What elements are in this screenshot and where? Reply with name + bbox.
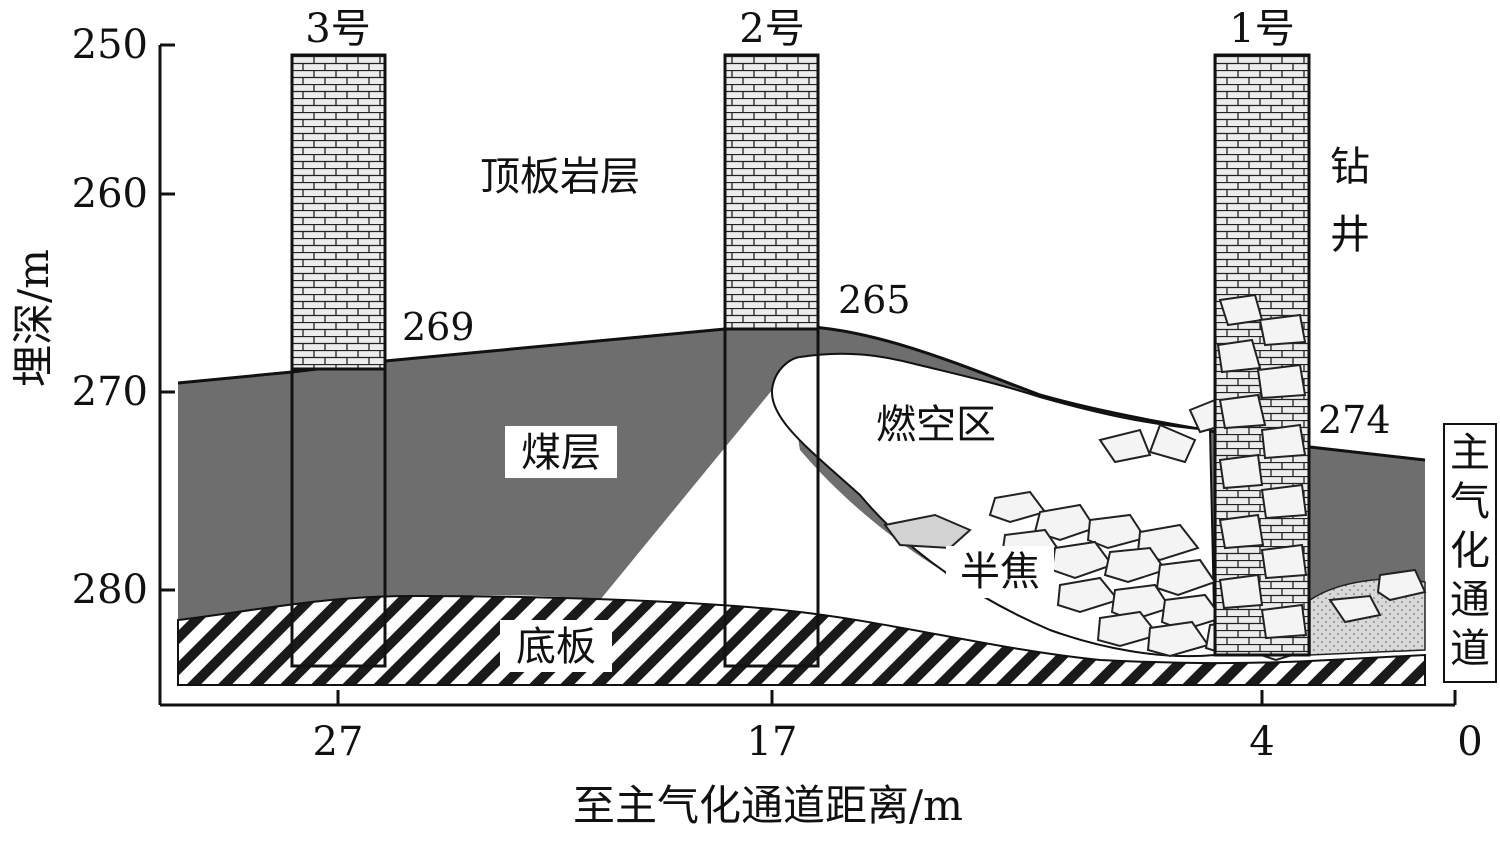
y-tick-label: 250 <box>72 22 148 68</box>
x-tick-label: 17 <box>747 719 798 765</box>
well-3 <box>290 53 387 668</box>
x-axis <box>160 690 1457 707</box>
semi-coke-label: 半焦 <box>960 549 1040 595</box>
well-3-label: 3号 <box>305 6 370 52</box>
x-tick-label: 27 <box>313 719 364 765</box>
channel-label-char: 气 <box>1450 479 1490 525</box>
y-tick-label: 260 <box>72 171 148 217</box>
right-rubble <box>1328 568 1427 624</box>
channel-label-char: 主 <box>1450 430 1490 476</box>
channel-label-char: 道 <box>1450 626 1490 672</box>
x-tick-label: 0 <box>1457 719 1482 765</box>
floor-label: 底板 <box>516 624 596 670</box>
y-axis <box>158 43 175 705</box>
y-tick-label: 280 <box>72 567 148 613</box>
depth-label-well-3: 269 <box>402 305 475 349</box>
channel-label-box <box>1443 423 1497 683</box>
depth-label-well-2: 265 <box>838 278 911 322</box>
well-1 <box>1213 53 1311 657</box>
y-tick-label: 270 <box>72 369 148 415</box>
drill-well-label-char: 钻 <box>1330 144 1370 190</box>
channel-label-char: 通 <box>1450 577 1490 623</box>
burn-zone-label: 燃空区 <box>876 402 996 448</box>
x-tick-label: 4 <box>1249 719 1274 765</box>
x-axis-title: 至主气化通道距离/m <box>573 781 963 830</box>
drill-well-label-char: 井 <box>1330 212 1370 258</box>
depth-label-well-1: 274 <box>1318 398 1391 442</box>
well-1-label: 1号 <box>1229 6 1294 52</box>
well-2 <box>723 53 820 668</box>
y-axis-title: 埋深/m <box>9 249 58 387</box>
coal-seam-label: 煤层 <box>521 430 601 476</box>
channel-label-char: 化 <box>1450 528 1490 574</box>
floor-layer <box>177 594 1426 686</box>
well-2-label: 2号 <box>739 6 804 52</box>
roof-rock-label: 顶板岩层 <box>480 154 640 200</box>
